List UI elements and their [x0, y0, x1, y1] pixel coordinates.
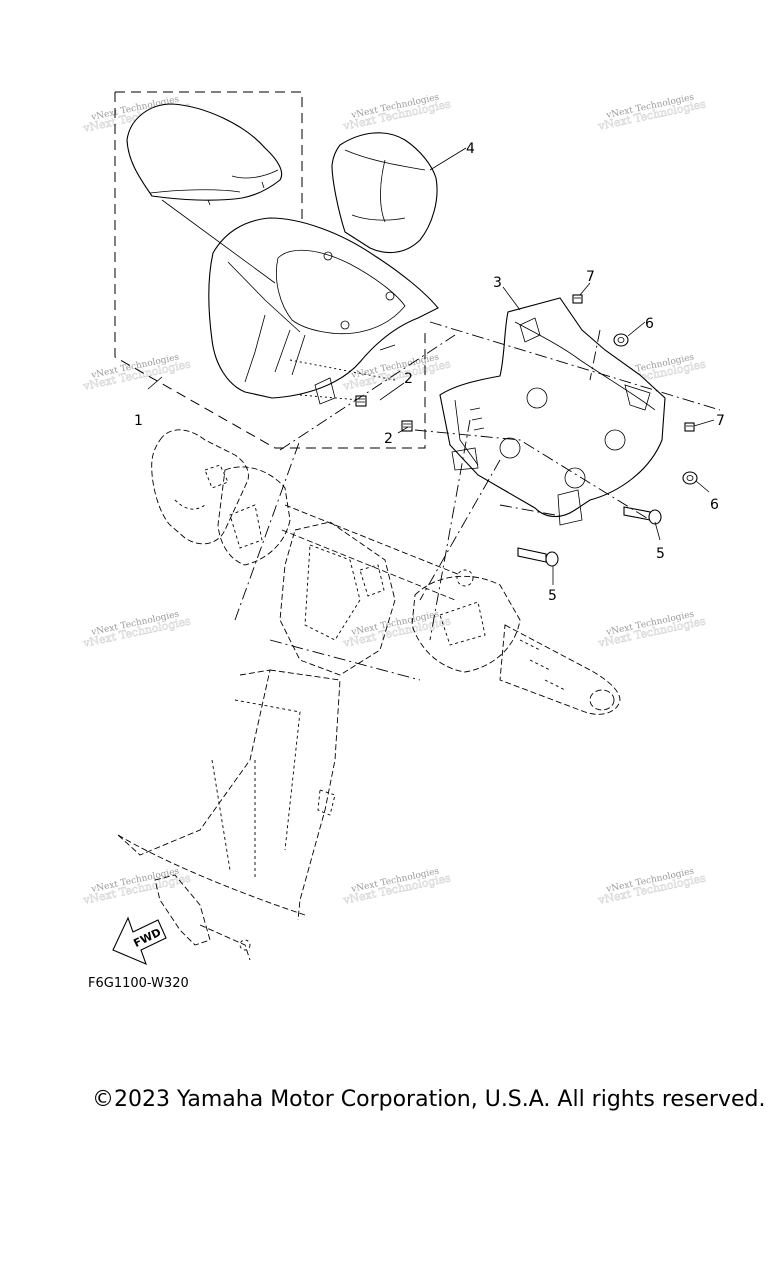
callout-2: 2 — [404, 371, 413, 387]
part-6-grommet — [682, 471, 698, 485]
callout-3: 3 — [493, 275, 502, 291]
leader-lines — [147, 147, 721, 681]
part-6-grommet — [613, 333, 629, 347]
fwd-direction-arrow: FWD — [112, 916, 167, 965]
callout-7: 7 — [586, 269, 595, 285]
callout-labels: 1 2 2 3 4 5 5 6 6 7 7 — [134, 141, 725, 604]
group-outline-part-1 — [114, 91, 426, 449]
callout-2: 2 — [384, 431, 393, 447]
part-2-clip — [355, 395, 367, 407]
part-1-handlebar-cover — [208, 217, 439, 405]
part-7-screw — [684, 422, 695, 432]
part-1-upper-cover — [126, 103, 283, 206]
diagram-code: F6G1100-W320 — [88, 976, 189, 991]
part-7-screw — [572, 294, 583, 304]
steering-assembly-ghost — [117, 429, 621, 961]
callout-6: 6 — [710, 497, 719, 513]
callout-7: 7 — [716, 413, 725, 429]
callout-4: 4 — [466, 141, 475, 157]
part-5-bolt — [623, 506, 662, 525]
part-2-clip — [401, 420, 413, 432]
part-4-visor — [331, 132, 438, 254]
callout-6: 6 — [645, 316, 654, 332]
callout-1: 1 — [134, 413, 143, 429]
callout-5: 5 — [548, 588, 557, 604]
fasteners — [355, 294, 698, 567]
part-5-bolt — [517, 547, 559, 567]
copyright-notice: ©2023 Yamaha Motor Corporation, U.S.A. A… — [92, 1087, 766, 1112]
callout-5: 5 — [656, 546, 665, 562]
part-3-side-panel — [439, 297, 666, 526]
